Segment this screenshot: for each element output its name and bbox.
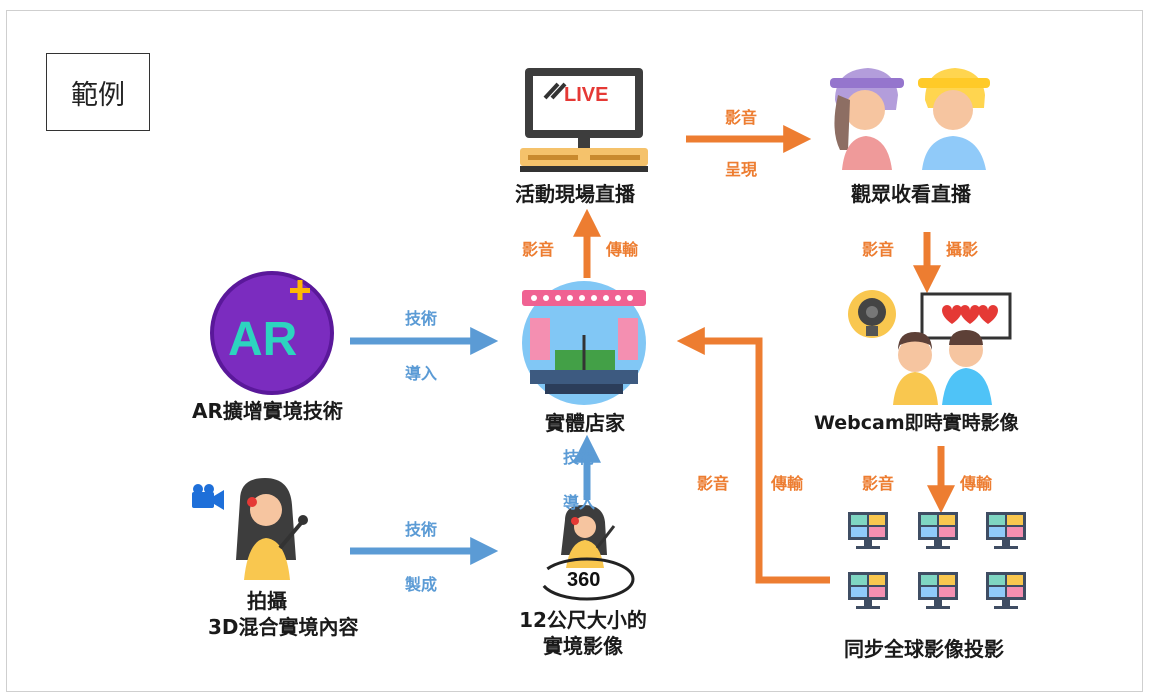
node-audience-label: 觀眾收看直播 xyxy=(851,182,971,206)
live-tv-icon: LIVE xyxy=(520,68,648,172)
node-live-label: 活動現場直播 xyxy=(515,182,635,206)
edge-shoot-vol-bottom: 製成 xyxy=(405,575,438,594)
audience-icon xyxy=(830,68,990,170)
edge-live-audience-bottom: 呈現 xyxy=(725,160,758,179)
monitor xyxy=(848,572,888,609)
ar-logo-icon: AR xyxy=(210,271,334,395)
node-volumetric-line2: 實境影像 xyxy=(543,634,623,658)
edge-ar-store-top: 技術 xyxy=(405,309,438,328)
example-label-box: 範例 xyxy=(46,53,150,131)
monitor xyxy=(848,512,888,549)
node-shoot-line2: 3D混合實境內容 xyxy=(208,615,359,639)
global-monitors-icon xyxy=(848,512,1026,609)
monitor xyxy=(918,572,958,609)
monitor xyxy=(986,512,1026,549)
svg-text:AR: AR xyxy=(228,313,297,366)
edge-global-store-right: 傳輸 xyxy=(771,474,804,493)
edge-store-live-right: 傳輸 xyxy=(606,240,639,259)
svg-text:360: 360 xyxy=(567,569,600,591)
node-volumetric-line1: 12公尺大小的 xyxy=(519,608,647,632)
node-global-label: 同步全球影像投影 xyxy=(844,637,1004,661)
edge-store-live-left: 影音 xyxy=(522,240,555,259)
node-store-label: 實體店家 xyxy=(545,411,625,435)
example-label: 範例 xyxy=(71,79,125,111)
node-webcam-label: Webcam即時實時影像 xyxy=(814,412,1019,434)
edge-webcam-global-right: 傳輸 xyxy=(960,474,993,493)
node-ar-label: AR擴增實境技術 xyxy=(192,399,343,423)
edge-webcam-global-left: 影音 xyxy=(862,474,895,493)
monitor xyxy=(918,512,958,549)
volumetric-360-icon: 360 xyxy=(539,505,635,601)
arrow-global-to-store xyxy=(676,327,830,584)
edge-audience-webcam-right: 攝影 xyxy=(946,240,979,259)
edge-audience-webcam-left: 影音 xyxy=(862,240,895,259)
node-shoot-line1: 拍攝 xyxy=(247,589,287,613)
edge-shoot-vol-top: 技術 xyxy=(405,520,438,539)
monitor xyxy=(986,572,1026,609)
edge-global-store-left: 影音 xyxy=(697,474,730,493)
node-shoot-label: 拍攝 3D混合實境內容 xyxy=(208,588,359,640)
diagram-frame xyxy=(6,10,1143,692)
node-volumetric-label: 12公尺大小的 實境影像 xyxy=(518,607,648,659)
singer-camera-icon xyxy=(192,478,308,580)
edge-vol-store-bottom: 導入 xyxy=(563,493,596,512)
svg-text:LIVE: LIVE xyxy=(564,84,608,106)
edge-ar-store-bottom: 導入 xyxy=(405,364,438,383)
edge-live-audience-top: 影音 xyxy=(725,108,758,127)
edge-vol-store-top: 技術 xyxy=(563,448,596,467)
webcam-scene-icon xyxy=(848,290,1012,405)
store-stage-icon xyxy=(522,281,646,405)
